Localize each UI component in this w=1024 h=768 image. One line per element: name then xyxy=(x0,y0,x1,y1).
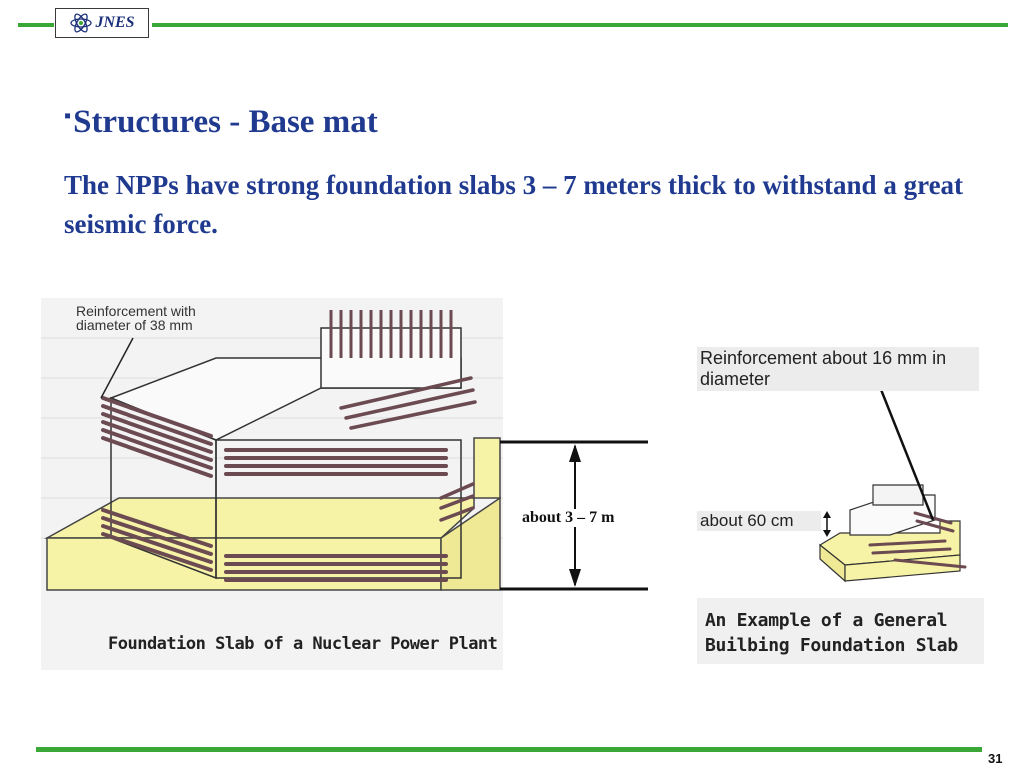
rebar-verticals xyxy=(329,310,453,358)
header-rule-right xyxy=(152,23,1008,27)
thickness-label: about 3 – 7 m xyxy=(520,509,617,527)
arrow-up-icon xyxy=(823,511,831,518)
leader-line xyxy=(100,337,134,399)
small-rebar xyxy=(868,511,967,569)
thickness-dimension xyxy=(500,440,648,591)
arrow-up-icon xyxy=(569,444,581,462)
atom-icon xyxy=(70,13,93,33)
frame-back xyxy=(215,439,462,579)
npp-reinforcement-label: Reinforcement with diameter of 38 mm xyxy=(76,303,196,333)
general-depth-label: about 60 cm xyxy=(697,511,821,531)
npp-foundation-illustration xyxy=(41,298,503,670)
arrow-down-icon xyxy=(569,569,581,587)
arrow-down-icon xyxy=(823,530,831,537)
slide-title-text: Structures - Base mat xyxy=(73,104,378,140)
base-slab-top xyxy=(44,437,501,539)
general-figure-caption: An Example of a General Builbing Foundat… xyxy=(697,598,984,664)
leader-line-16mm xyxy=(878,386,935,521)
general-reinforcement-label: Reinforcement about 16 mm in diameter xyxy=(697,347,979,391)
small-slab-side xyxy=(844,554,961,582)
rebar-rows xyxy=(101,396,448,582)
header-rule-left xyxy=(18,23,54,27)
footer-rule xyxy=(36,747,982,752)
jnes-logo: JNES xyxy=(55,8,149,38)
slide-title: ▪Structures - Base mat xyxy=(64,104,378,141)
logo-text: JNES xyxy=(95,14,135,31)
rebar-diagonals xyxy=(339,376,477,522)
title-bullet: ▪ xyxy=(64,105,72,127)
slide-subtitle: The NPPs have strong foundation slabs 3 … xyxy=(64,170,964,239)
npp-figure-caption: Foundation Slab of a Nuclear Power Plant xyxy=(108,634,498,654)
small-wall xyxy=(872,484,924,506)
page-number: 31 xyxy=(988,751,1003,766)
